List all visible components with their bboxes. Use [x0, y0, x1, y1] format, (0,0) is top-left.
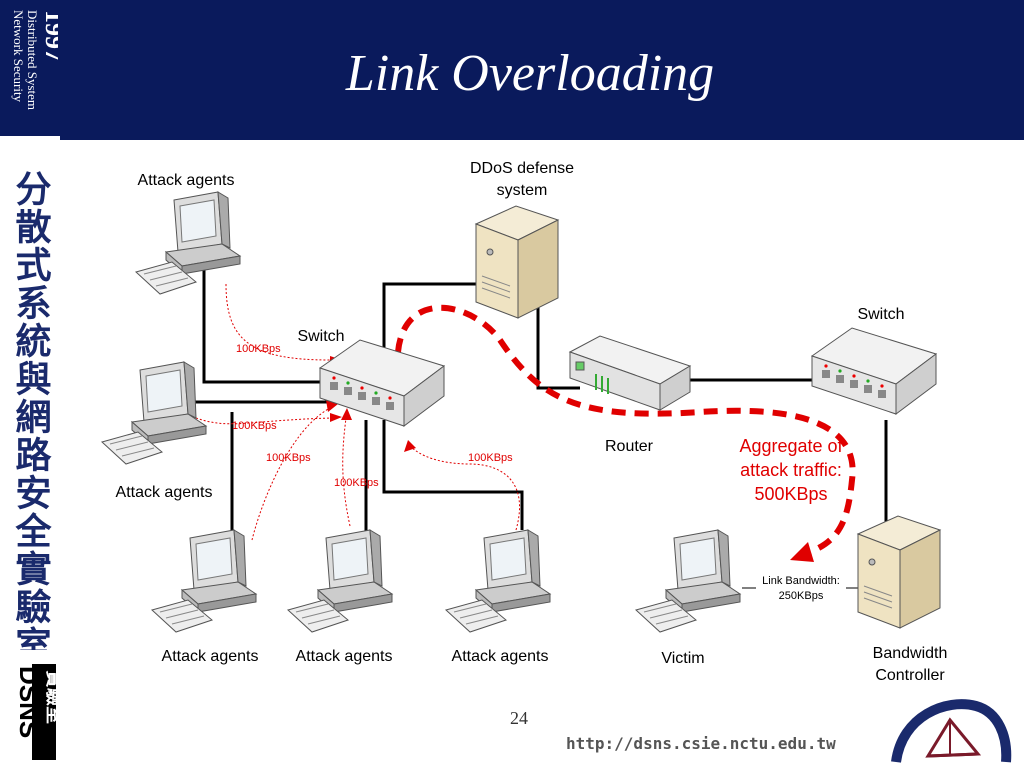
logo-line2: Network Security [11, 10, 26, 103]
lab-name-chinese: 分散式系統與網路安全實驗室 [10, 170, 53, 650]
bandwidth-controller-label: Bandwidth Controller [872, 645, 948, 684]
link-bandwidth-label: Link Bandwidth: 250KBps [752, 574, 850, 604]
rate-label-4: 100KBps [334, 477, 379, 489]
logo-line1: Distributed System [25, 10, 40, 110]
logo-year: 1997 [40, 10, 58, 62]
page-title: Link Overloading [345, 45, 715, 102]
rate-label-2: 100KBps [232, 420, 277, 432]
switch-left-label: Switch [297, 328, 345, 345]
attack-agents-label-5: Attack agents [451, 648, 549, 665]
aggregate-line1: Aggregate of [739, 436, 843, 456]
attack-agent-pc-1 [135, 191, 241, 295]
attack-agent-pc-4 [287, 529, 393, 633]
victim-label: Victim [661, 650, 705, 667]
page-number: 24 [510, 708, 528, 728]
header-divider [60, 136, 1024, 140]
rate-label-1: 100KBps [236, 343, 281, 355]
rate-label-3: 100KBps [266, 452, 311, 464]
aggregate-line3: 500KBps [754, 484, 828, 504]
attack-agents-label-4: Attack agents [295, 648, 393, 665]
attack-agent-pc-3 [151, 529, 257, 633]
link-bw-line1: Link Bandwidth: [762, 575, 840, 587]
switch-left-device [319, 339, 445, 427]
router-label: Router [604, 438, 654, 455]
attack-agent-pc-5 [445, 529, 551, 633]
switch-right-device [811, 327, 937, 415]
footer-url[interactable]: http://dsns.csie.nctu.edu.tw [566, 734, 836, 753]
attack-agents-label-2: Attack agents [115, 484, 213, 501]
vertical-lab-name: 分散式系統與網路安全實驗室 [10, 170, 53, 650]
switch-right-label: Switch [857, 306, 905, 323]
attack-agents-label-1: Attack agents [137, 172, 235, 189]
dsns-logo: DSNS 實驗室 [14, 664, 58, 760]
attack-agent-pc-2 [101, 361, 207, 465]
nctu-emblem-icon [891, 699, 1012, 763]
link-bw-line2: 250KBps [778, 590, 824, 602]
dsns-1997-logo: 1997 Distributed System Network Security [11, 10, 58, 110]
ddos-defense-server [475, 205, 559, 319]
ddos-defense-label: DDoS defense system [469, 160, 575, 199]
aggregate-line2: attack traffic: [740, 460, 842, 480]
header-bar [0, 0, 1024, 136]
victim-pc [635, 529, 741, 633]
aggregate-traffic-label: Aggregate of attack traffic: 500KBps [716, 434, 866, 506]
attack-agents-label-3: Attack agents [161, 648, 259, 665]
bandwidth-controller-server [857, 515, 941, 629]
router-device [568, 335, 692, 411]
rate-label-5: 100KBps [468, 452, 513, 464]
dsns-chinese: 實驗室 [43, 670, 58, 724]
